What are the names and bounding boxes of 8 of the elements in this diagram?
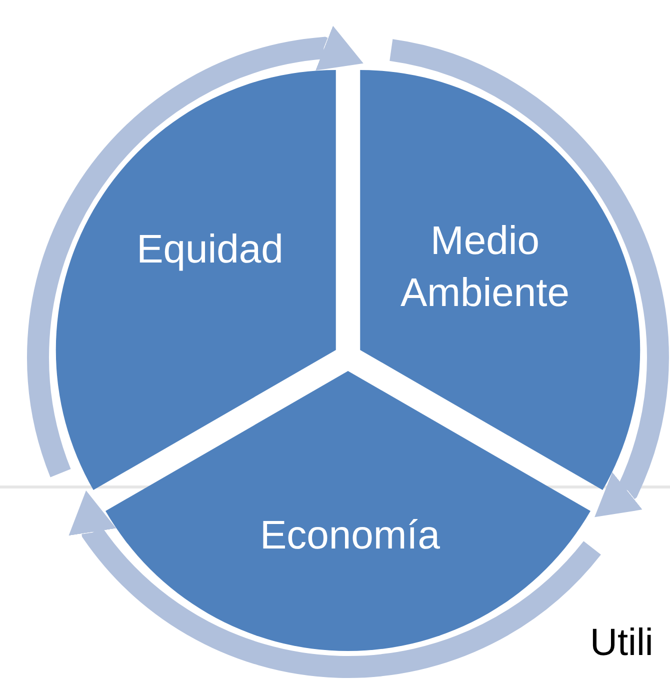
segment-label: Economía bbox=[258, 512, 442, 560]
text-label: Utili bbox=[590, 624, 654, 662]
segment-label: Equidad bbox=[136, 226, 284, 274]
segment-label: Medio Ambiente bbox=[400, 218, 570, 318]
circular-arrow bbox=[68, 488, 604, 678]
pie-segment bbox=[360, 70, 640, 490]
pie-segment bbox=[56, 70, 336, 490]
pie-segment bbox=[106, 371, 590, 650]
